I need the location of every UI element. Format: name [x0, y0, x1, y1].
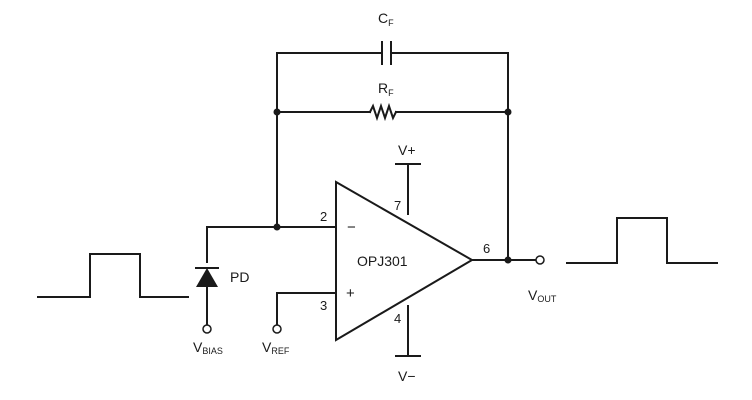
resistor-label: RF	[378, 80, 394, 98]
vbias-label: VBIAS	[193, 339, 223, 356]
pin-2-label: 2	[320, 209, 327, 224]
opamp-body	[335, 180, 474, 342]
v-plus-label: V+	[398, 142, 416, 158]
pin-4-label: 4	[394, 311, 401, 326]
vout-label: VOUT	[528, 287, 557, 304]
inverting-input-wire	[206, 226, 337, 263]
feedback-capacitor	[276, 41, 509, 113]
junction-dot	[504, 108, 512, 116]
pin-6-label: 6	[483, 241, 490, 256]
vref-label: VREF	[262, 339, 290, 356]
noninverting-sign: +	[346, 285, 355, 302]
feedback-resistor	[276, 102, 509, 122]
photodiode	[195, 267, 219, 334]
junction-dot	[273, 223, 281, 231]
inverting-sign: −	[347, 219, 356, 236]
positive-supply	[395, 163, 421, 215]
output-pulse-waveform	[566, 217, 718, 264]
vref-wire	[272, 292, 337, 334]
input-pulse-waveform	[37, 253, 189, 298]
pin-7-label: 7	[394, 198, 401, 213]
negative-supply	[395, 305, 421, 357]
photodiode-label: PD	[230, 269, 249, 285]
opamp-name: OPJ301	[357, 253, 408, 269]
output-wire	[471, 255, 545, 265]
junction-dot	[273, 108, 281, 116]
junction-dot	[504, 256, 512, 264]
pin-3-label: 3	[320, 298, 327, 313]
capacitor-label: CF	[378, 10, 394, 28]
v-minus-label: V−	[398, 368, 416, 384]
